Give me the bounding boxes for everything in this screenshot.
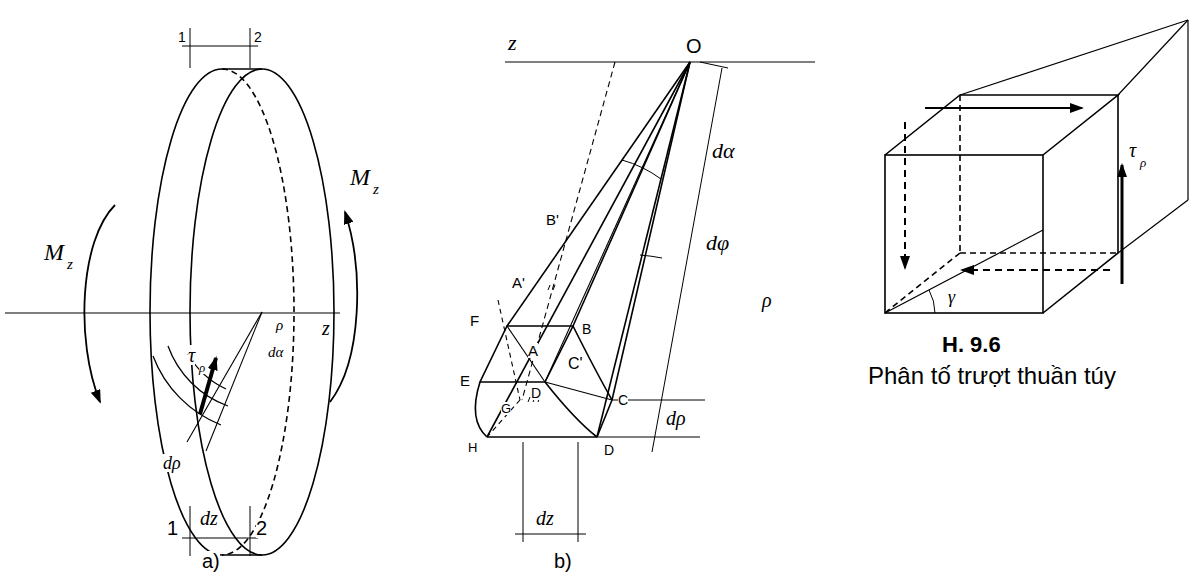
stress-symbol: τ bbox=[1129, 140, 1136, 160]
subscript: z bbox=[373, 182, 379, 197]
point-name: O bbox=[686, 36, 702, 56]
axis-name: z bbox=[322, 318, 330, 338]
figure-part: b) bbox=[554, 551, 572, 571]
section-number: 2 bbox=[256, 518, 267, 538]
angle-symbol: dφ bbox=[706, 232, 729, 254]
point-name: A bbox=[528, 343, 538, 358]
dimension-label: dz bbox=[536, 508, 554, 528]
point-name: B' bbox=[546, 212, 559, 227]
dimension-mark: 2 bbox=[254, 30, 262, 44]
point-name: D bbox=[531, 386, 541, 400]
axis-name: z bbox=[508, 32, 517, 54]
point-name: D bbox=[604, 443, 614, 457]
moment-symbol: M bbox=[350, 165, 370, 189]
subscript: z bbox=[67, 257, 73, 272]
angle-symbol: γ bbox=[948, 288, 955, 306]
figure-part: a) bbox=[202, 551, 220, 571]
subscript: ρ bbox=[199, 361, 205, 374]
dimension-mark: 1 bbox=[178, 30, 186, 44]
figure-caption: Phân tố trượt thuần túy bbox=[868, 364, 1116, 388]
point-name: A' bbox=[512, 275, 525, 290]
stress-symbol: τ bbox=[188, 345, 195, 365]
dimension-label: dρ bbox=[666, 408, 686, 428]
figure-number: H. 9.6 bbox=[942, 334, 1001, 356]
radius-symbol: ρ bbox=[276, 318, 283, 333]
point-name: C bbox=[618, 393, 628, 407]
dimension-label: dρ bbox=[163, 454, 181, 472]
point-name: G bbox=[501, 402, 511, 415]
angle-symbol: dα bbox=[712, 140, 735, 162]
point-name: F bbox=[470, 313, 479, 328]
angle-symbol: dα bbox=[268, 345, 283, 360]
section-number: 1 bbox=[167, 518, 178, 538]
point-name: B bbox=[582, 322, 591, 336]
radius-symbol: ρ bbox=[762, 290, 772, 310]
point-name: H bbox=[468, 441, 477, 454]
dimension-label: dz bbox=[200, 508, 218, 528]
subscript: ρ bbox=[1140, 156, 1146, 169]
moment-symbol: M bbox=[44, 240, 64, 264]
point-name: C' bbox=[568, 356, 583, 372]
point-name: E bbox=[460, 373, 470, 388]
